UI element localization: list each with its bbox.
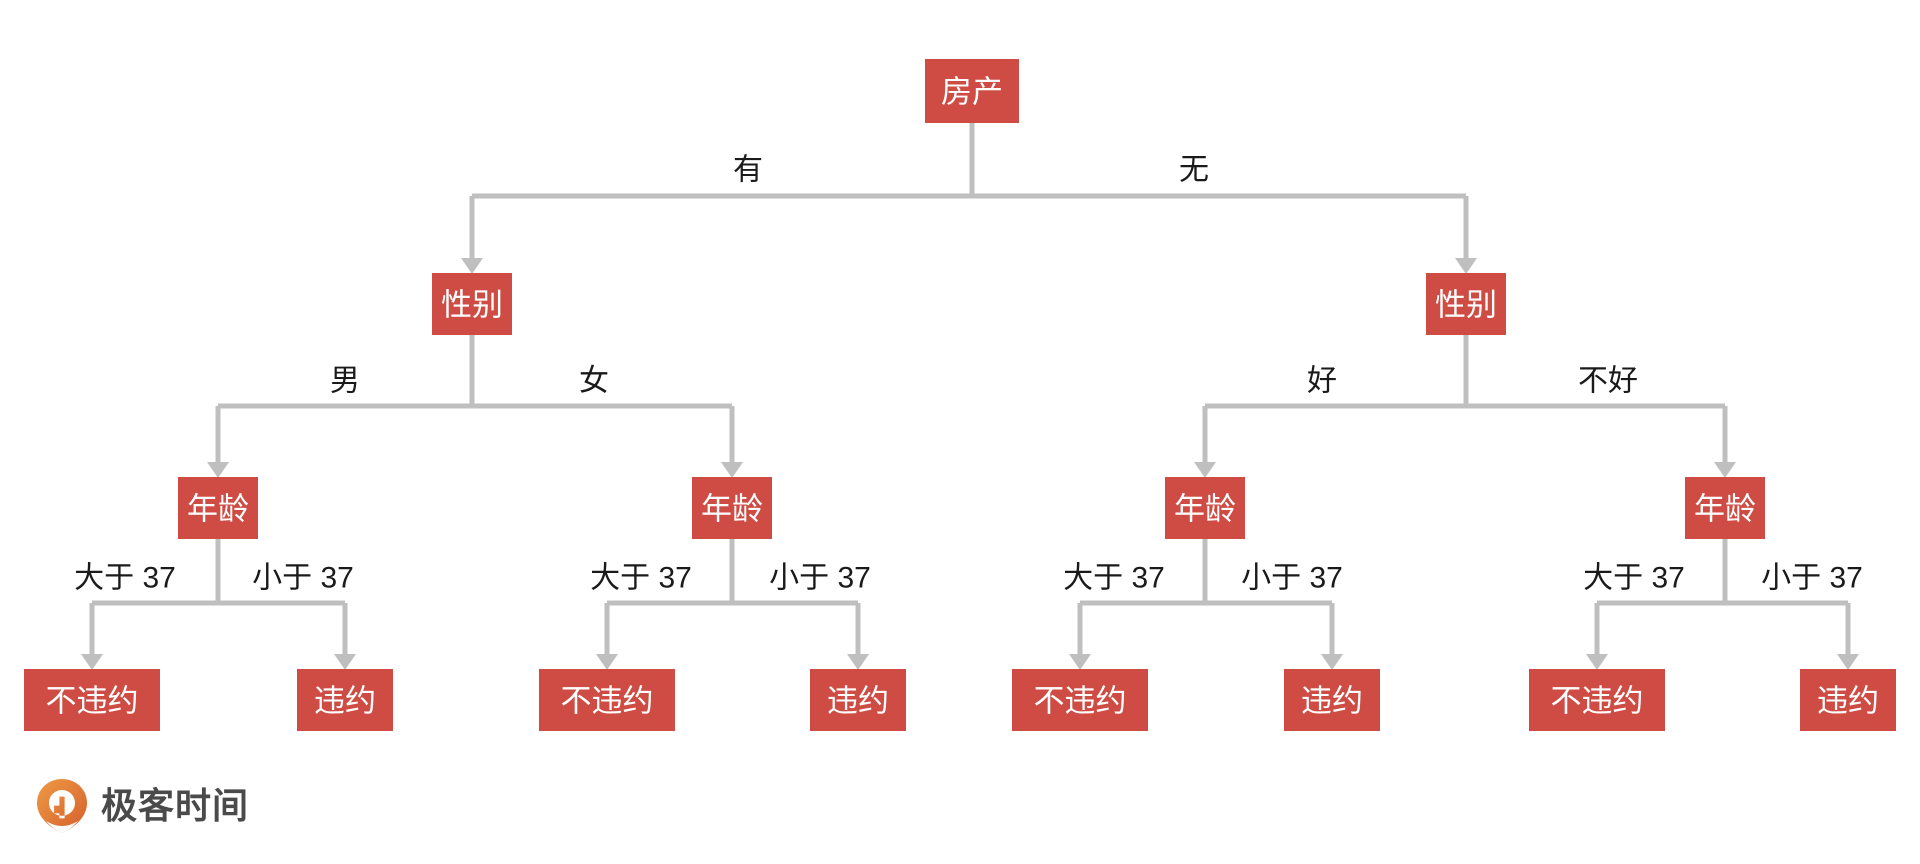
edge-group-root [461,123,1477,274]
node-label-age-3: 年龄 [1174,492,1236,527]
arrow-head-icon [1455,258,1477,274]
edge-label-age-gt-1: 大于 37 [74,562,176,595]
node-box-gender-left [432,273,512,335]
node-box-age-3 [1165,477,1245,539]
node-box-age-4 [1685,477,1765,539]
node-label-leaf-1: 不违约 [46,684,139,719]
edge-group-age-2 [596,539,869,670]
node-leaf-4[interactable]: 违约 [810,669,906,731]
node-age-1[interactable]: 年龄 [178,477,258,539]
node-leaf-8[interactable]: 违约 [1800,669,1896,731]
node-box-leaf-2 [297,669,393,731]
pin-smile [46,821,78,833]
node-label-leaf-8: 违约 [1817,684,1879,719]
arrow-head-icon [596,654,618,670]
node-label-leaf-7: 不违约 [1551,684,1644,719]
node-label-gender-right: 性别 [1435,288,1497,323]
arrow-head-icon [1714,462,1736,478]
edge-group-level2-right [1194,335,1736,478]
node-leaf-1[interactable]: 不违约 [24,669,160,731]
edge-group-age-4 [1586,539,1859,670]
pin-glyph [49,790,75,819]
node-label-leaf-3: 不违约 [561,684,654,719]
edge-label-group-level3: 大于 37 小于 37 大于 37 小于 37 大于 37 小于 37 大于 3… [74,562,1863,595]
node-label-root: 房产 [941,75,1003,110]
node-box-age-1 [178,477,258,539]
brand-logo: 极客时间 [36,778,249,834]
node-label-age-4: 年龄 [1694,492,1756,527]
edge-label-gender-male: 男 [330,365,360,398]
edge-label-age-gt-2: 大于 37 [590,562,692,595]
arrow-head-icon [1586,654,1608,670]
node-label-leaf-4: 违约 [827,684,889,719]
node-gender-right[interactable]: 性别 [1426,273,1506,335]
arrow-head-icon [721,462,743,478]
node-box-leaf-6 [1284,669,1380,731]
arrow-head-icon [1321,654,1343,670]
edge-label-gender-not-good: 不好 [1578,365,1638,398]
edge-label-age-gt-3: 大于 37 [1063,562,1165,595]
edge-group-age-3 [1069,539,1343,670]
node-leaf-3[interactable]: 不违约 [539,669,675,731]
node-label-leaf-5: 不违约 [1034,684,1127,719]
node-box-age-2 [692,477,772,539]
node-age-2[interactable]: 年龄 [692,477,772,539]
node-age-3[interactable]: 年龄 [1165,477,1245,539]
node-label-leaf-6: 违约 [1301,684,1363,719]
node-box-leaf-5 [1012,669,1148,731]
node-box-leaf-1 [24,669,160,731]
edge-label-age-lt-3: 小于 37 [1241,562,1343,595]
node-gender-left[interactable]: 性别 [432,273,512,335]
edge-label-root-left: 有 [733,154,763,187]
arrow-head-icon [207,462,229,478]
arrow-head-icon [847,654,869,670]
node-box-leaf-3 [539,669,675,731]
node-leaf-7[interactable]: 不违约 [1529,669,1665,731]
node-label-age-1: 年龄 [187,492,249,527]
node-age-4[interactable]: 年龄 [1685,477,1765,539]
node-leaf-2[interactable]: 违约 [297,669,393,731]
edge-label-root-right: 无 [1179,154,1209,187]
edge-group-age-1 [81,539,356,670]
geektime-pin-icon [37,779,87,833]
node-leaf-5[interactable]: 不违约 [1012,669,1148,731]
arrow-head-icon [1194,462,1216,478]
edge-label-gender-female: 女 [579,365,609,398]
edge-label-age-gt-4: 大于 37 [1583,562,1685,595]
brand-name: 极客时间 [101,785,250,826]
edge-label-age-lt-2: 小于 37 [769,562,871,595]
node-root-property[interactable]: 房产 [925,59,1019,123]
node-box-leaf-8 [1800,669,1896,731]
edge-label-gender-good: 好 [1307,365,1337,398]
node-label-age-2: 年龄 [701,492,763,527]
edge-label-age-lt-4: 小于 37 [1761,562,1863,595]
node-box-leaf-4 [810,669,906,731]
node-box-root [925,59,1019,123]
arrow-head-icon [1837,654,1859,670]
edge-label-group-root: 有 无 [733,154,1209,187]
node-box-leaf-7 [1529,669,1665,731]
edge-label-group-level2: 男 女 好 不好 [330,365,1638,398]
node-label-leaf-2: 违约 [314,684,376,719]
pin-body [37,779,87,833]
arrow-head-icon [334,654,356,670]
edge-group-level2-left [207,335,743,478]
arrow-head-icon [461,258,483,274]
node-box-gender-right [1426,273,1506,335]
node-label-gender-left: 性别 [441,288,503,323]
arrow-head-icon [1069,654,1091,670]
edge-label-age-lt-1: 小于 37 [252,562,354,595]
arrow-head-icon [81,654,103,670]
node-leaf-6[interactable]: 违约 [1284,669,1380,731]
